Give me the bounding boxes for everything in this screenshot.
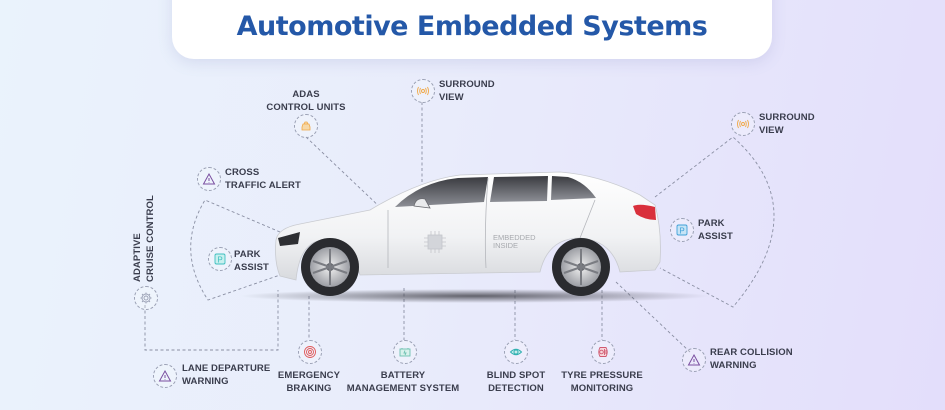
warning-triangle-icon (153, 364, 177, 388)
gear-icon (134, 286, 158, 310)
feature-label-line2: MONITORING (570, 383, 634, 394)
warning-triangle-icon (682, 348, 706, 372)
eye-icon (504, 340, 528, 364)
feature-label-line2: WARNING (710, 360, 757, 371)
feature-label-line2: CRUISE CONTROL (145, 195, 156, 282)
feature-label-line1: BLIND SPOT (486, 370, 546, 381)
page-title: Automotive Embedded Systems (236, 11, 708, 42)
feature-label-line1: SURROUND (759, 112, 815, 123)
decal-line1: EMBEDDED (493, 233, 536, 242)
parking-icon: P (208, 247, 232, 271)
svg-text:P: P (217, 255, 222, 264)
front-wheel (301, 238, 359, 296)
feature-label-line1: ADAS (292, 89, 320, 100)
feature-label-line2: WARNING (182, 376, 229, 387)
feature-label-line1: SURROUND (439, 79, 495, 90)
brake-disc-icon (298, 340, 322, 364)
rear-wheel (552, 238, 610, 296)
feature-label-line2: BRAKING (286, 383, 332, 394)
feature-label-line2: DETECTION (488, 383, 544, 394)
feature-label-line1: BATTERY (380, 370, 426, 381)
feature-label-line2: ASSIST (698, 231, 733, 242)
feature-label-line1: TYRE PRESSURE (561, 370, 643, 381)
radar-signal-icon (411, 79, 435, 103)
feature-label-line1: EMERGENCY (277, 370, 341, 381)
car-window-rear (490, 176, 548, 202)
feature-label-line1: REAR COLLISION (710, 347, 793, 358)
feature-label-line1: CROSS (225, 167, 260, 178)
front-sensor-zone (190, 199, 281, 301)
feature-label-line2: VIEW (439, 92, 464, 103)
car-front-icon (294, 114, 318, 138)
headlight (278, 232, 300, 246)
feature-label-line2: VIEW (759, 125, 784, 136)
feature-label-line2: TRAFFIC ALERT (225, 180, 301, 191)
connector-adas (305, 136, 384, 211)
feature-label-line1: PARK (234, 249, 261, 260)
side-mirror (413, 198, 431, 209)
radar-signal-icon (731, 112, 755, 136)
feature-label-line1: LANE DEPARTURE (182, 363, 271, 374)
chip-icon (424, 231, 446, 253)
feature-label-line1: ADAPTIVE (132, 233, 143, 282)
svg-text:P: P (679, 226, 684, 235)
tyre-icon (591, 340, 615, 364)
car-window-quarter (551, 176, 596, 200)
feature-label-line2: ASSIST (234, 262, 269, 273)
tail-light (633, 204, 656, 220)
decal-line2: INSIDE (493, 241, 518, 250)
connector-adaptive-cruise (144, 290, 279, 351)
parking-icon: P (670, 218, 694, 242)
feature-label-line2: MANAGEMENT SYSTEM (346, 383, 460, 394)
battery-icon (393, 340, 417, 364)
feature-label-line1: PARK (698, 218, 725, 229)
feature-label-line2: CONTROL UNITS (266, 102, 346, 113)
warning-triangle-icon (197, 167, 221, 191)
title-card: Automotive Embedded Systems (172, 0, 772, 59)
car-shadow (240, 289, 710, 303)
